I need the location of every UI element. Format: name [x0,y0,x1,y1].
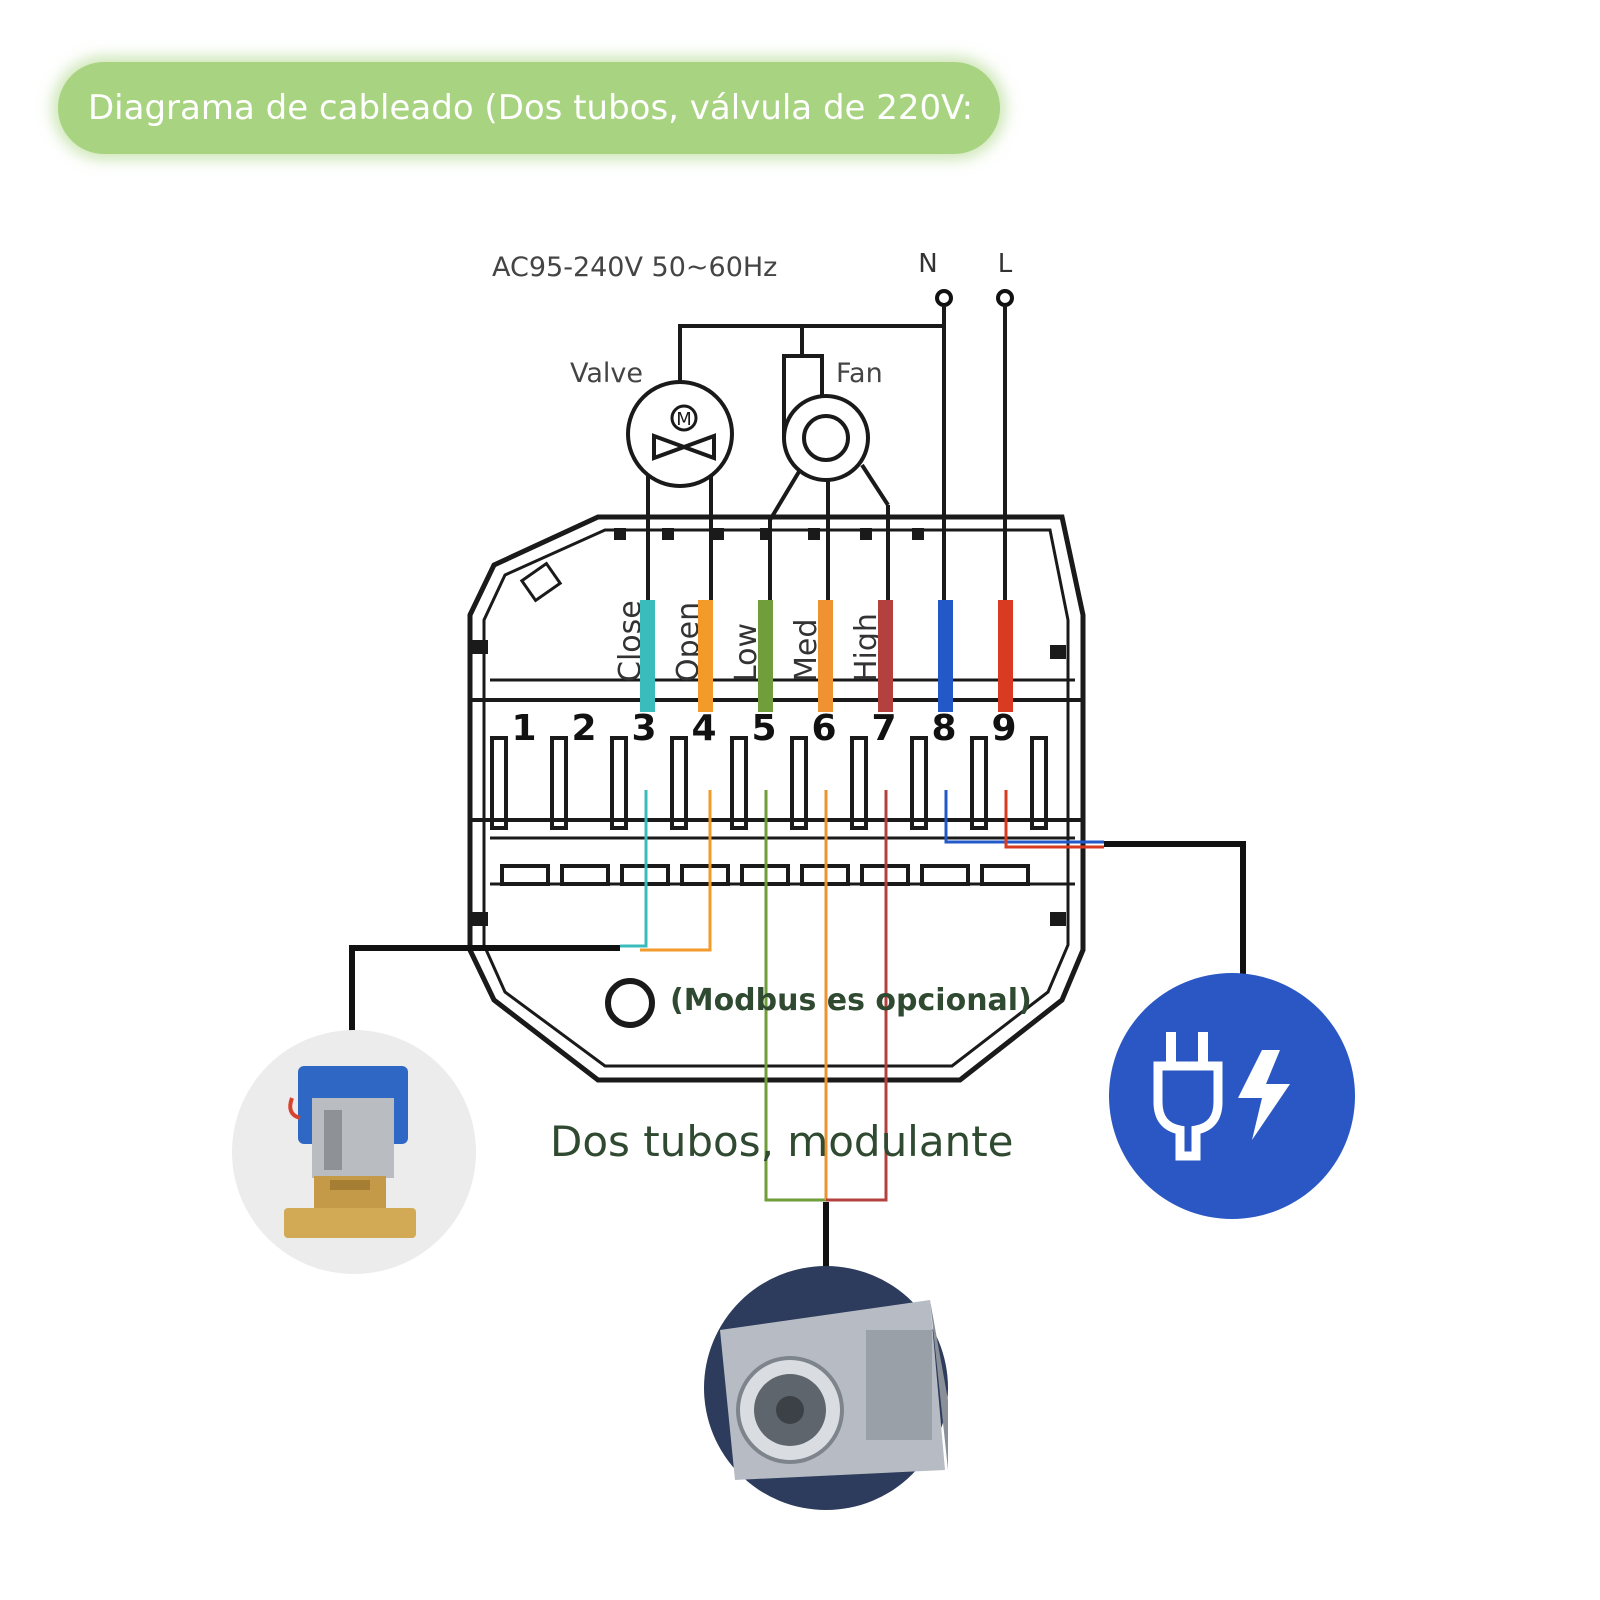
terminal-number-1: 1 [511,708,536,749]
terminal-block [490,736,1048,886]
thermostat-body [467,514,1086,1083]
terminal-number-6: 6 [811,708,836,749]
neutral-label: N [918,249,937,279]
fan-icon [782,394,870,482]
terminal-number-7: 7 [871,708,896,749]
valve-label: Valve [570,358,643,389]
actuator-valve-photo [232,1030,476,1274]
mode-note: Dos tubos, modulante [550,1117,1014,1166]
terminal-number-9: 9 [991,708,1016,749]
blower-fan-photo [704,1266,948,1510]
fan-label: Fan [836,358,883,389]
terminal-number-5: 5 [751,708,776,749]
terminal-number-2: 2 [571,708,596,749]
plug-power-icon [1109,973,1355,1219]
title-banner: Diagrama de cableado (Dos tubos, válvula… [58,62,1000,154]
output-wiring [620,790,1104,1202]
supply-voltage-label: AC95-240V 50~60Hz [492,252,777,283]
terminal-number-8: 8 [931,708,956,749]
terminal-wire-stubs [640,600,1013,712]
modbus-note: (Modbus es opcional) [670,983,1032,1018]
diagram-title: Diagrama de cableado (Dos tubos, válvula… [88,88,974,128]
neutral-terminal-icon [935,289,953,307]
valve-motor-icon: M [626,380,734,488]
top-slots [472,528,1066,926]
live-terminal-icon [996,289,1014,307]
terminal-number-4: 4 [691,708,716,749]
terminal-numbers: 1 2 3 4 5 6 7 8 9 [511,708,1016,749]
svg-text:M: M [676,409,692,430]
terminal-number-3: 3 [631,708,656,749]
external-cables [349,841,1246,1272]
live-label: L [998,249,1013,279]
